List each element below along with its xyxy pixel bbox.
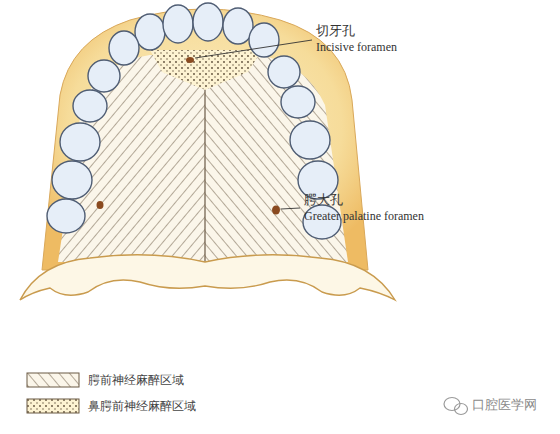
label-cn: 切牙孔 bbox=[316, 24, 355, 38]
legend-text: 鼻腭前神经麻醉区域 bbox=[88, 399, 196, 413]
teeth bbox=[47, 3, 341, 239]
watermark-icon bbox=[444, 398, 468, 415]
palatine-bone bbox=[20, 255, 395, 300]
foramina bbox=[97, 57, 281, 215]
label-en: Incisive foramen bbox=[316, 40, 397, 54]
leader-line bbox=[281, 208, 300, 209]
legend-text: 腭前神经麻醉区域 bbox=[88, 373, 184, 387]
legend-swatch bbox=[26, 372, 80, 388]
leader-line bbox=[195, 40, 312, 58]
label-en: Greater palatine foramen bbox=[304, 209, 424, 223]
watermark: 口腔医学网 bbox=[472, 398, 537, 412]
label-cn: 腭大孔 bbox=[304, 193, 343, 207]
legend-swatch bbox=[26, 398, 80, 414]
